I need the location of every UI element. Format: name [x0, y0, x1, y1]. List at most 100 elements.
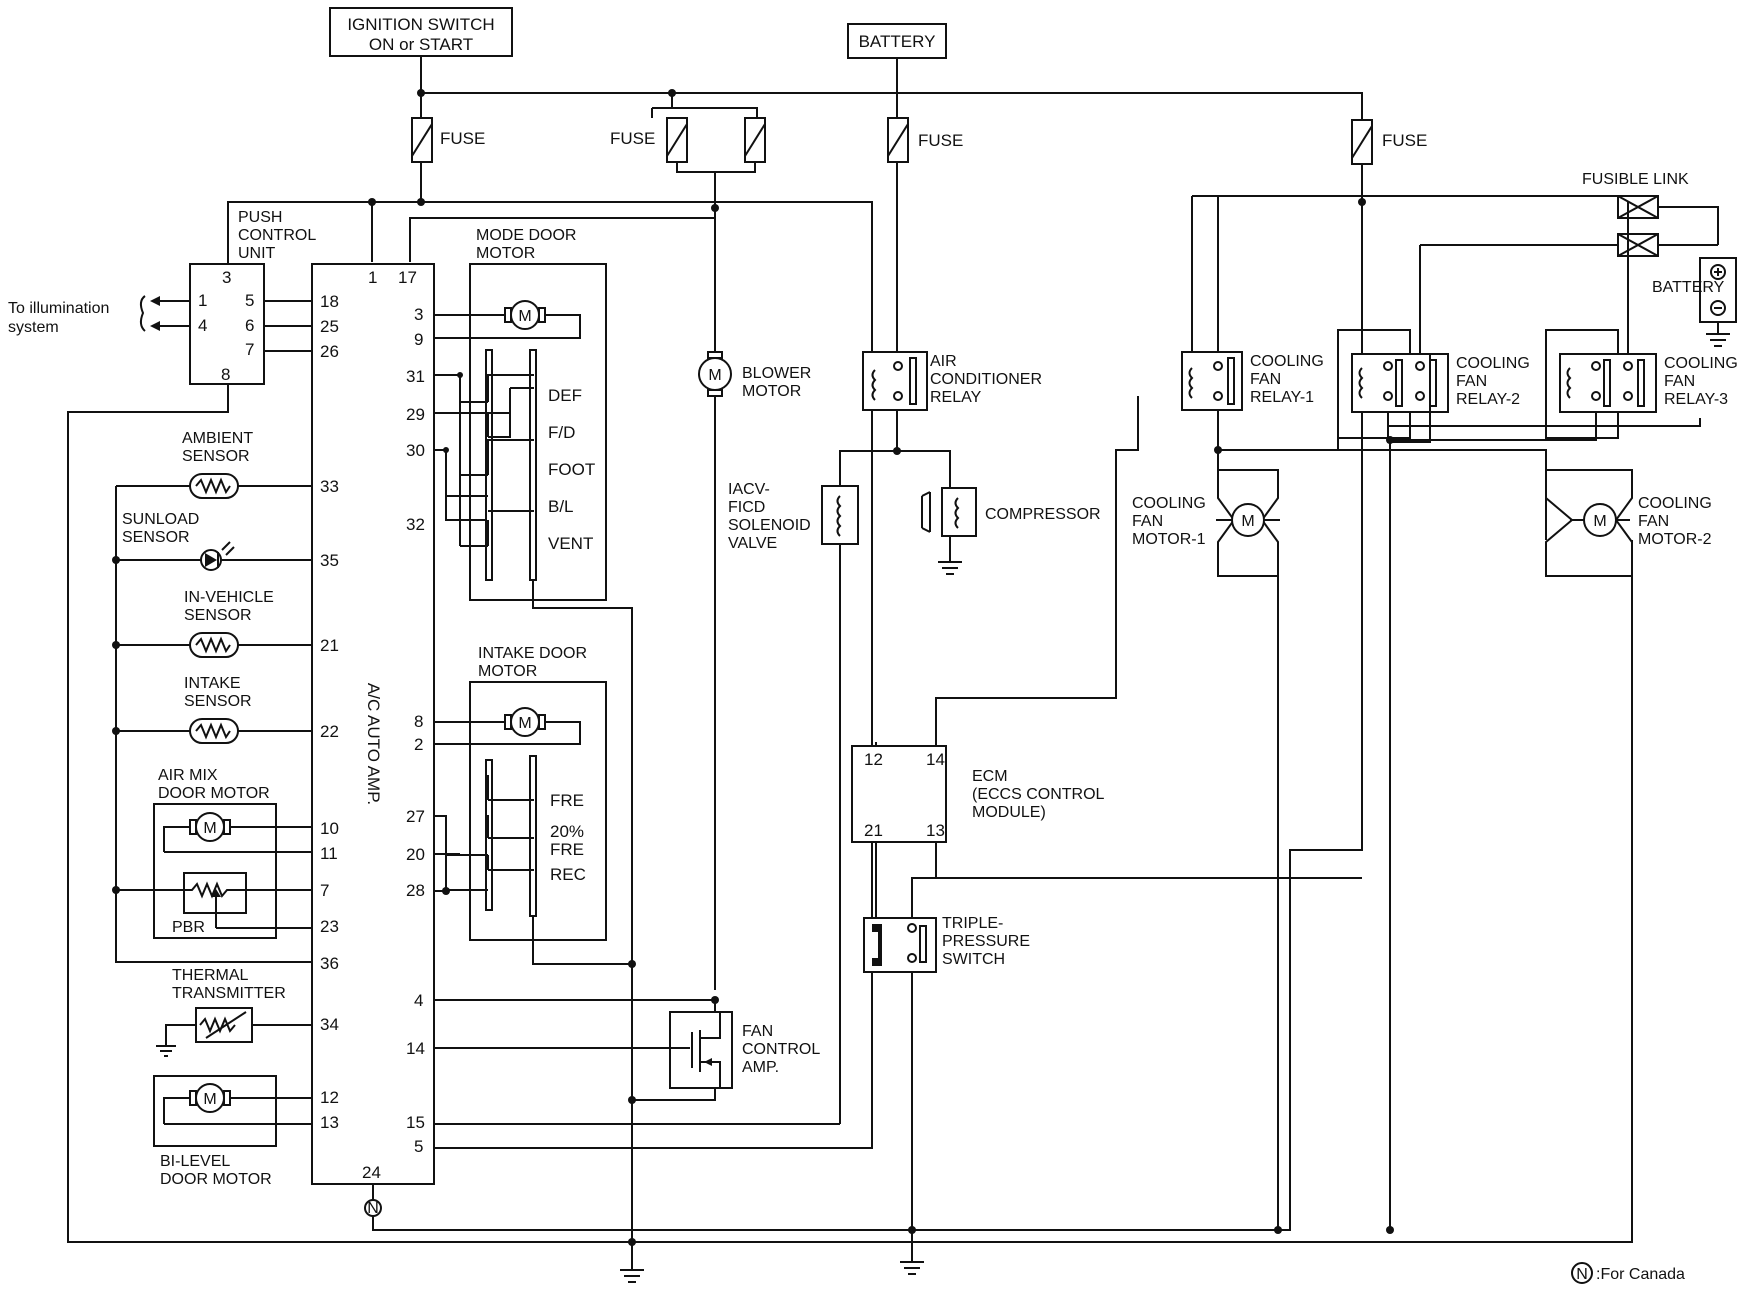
- ecm-label-3: MODULE): [972, 804, 1046, 821]
- push-pin-8: 8: [221, 365, 230, 384]
- amp-pin-32: 32: [406, 515, 425, 534]
- iacv-label-4: VALVE: [728, 535, 777, 552]
- intake-door-motor: INTAKE DOOR MOTOR M FRE 20% FRE REC: [434, 645, 636, 968]
- cooling-fan-motor-1: M COOLING FAN MOTOR-1: [1132, 450, 1280, 577]
- push-pin-1: 1: [198, 291, 207, 310]
- push-pin-5: 5: [245, 291, 254, 310]
- iacv-label-1: IACV-: [728, 481, 770, 498]
- ecm: 12 14 21 13 ECM (ECCS CONTROL MODULE): [851, 745, 1105, 843]
- triple-label-2: PRESSURE: [942, 933, 1030, 950]
- bi-level-door-motor: M BI-LEVEL DOOR MOTOR: [153, 1075, 312, 1188]
- relay1-label-1: COOLING: [1250, 353, 1324, 370]
- fusible-link: FUSIBLE LINK: [1582, 171, 1689, 257]
- air-mix-label-2: DOOR MOTOR: [158, 785, 270, 802]
- mode-door-label-1: MODE DOOR: [476, 227, 576, 244]
- fan-control-amp: FAN CONTROL AMP.: [434, 996, 820, 1104]
- triple-pressure-switch: TRIPLE- PRESSURE SWITCH: [863, 915, 1030, 973]
- amp-pin-14: 14: [406, 1039, 425, 1058]
- bi-level-label-1: BI-LEVEL: [160, 1153, 230, 1170]
- relay2-label-1: COOLING: [1456, 355, 1530, 372]
- ecm-pin-21: 21: [864, 821, 883, 840]
- amp-pin-34: 34: [320, 1015, 339, 1034]
- thermal-label-2: TRANSMITTER: [172, 985, 286, 1002]
- legend-symbol-n: N: [1576, 1266, 1588, 1283]
- iacv-label-2: FICD: [728, 499, 765, 516]
- ecm-label-1: ECM: [972, 768, 1008, 785]
- battery-top-label: BATTERY: [859, 32, 936, 51]
- relay3-label-3: RELAY-3: [1664, 391, 1728, 408]
- fan-amp-label-3: AMP.: [742, 1059, 779, 1076]
- amp-pin-8: 8: [414, 712, 423, 731]
- amp-pin-27: 27: [406, 807, 425, 826]
- intake-rec: REC: [550, 865, 586, 884]
- mode-door-motor: MODE DOOR MOTOR M DEF F/D FOOT B/L VENT: [434, 227, 633, 1262]
- thermal-label-1: THERMAL: [172, 967, 249, 984]
- amp-pin-18: 18: [320, 292, 339, 311]
- push-pin-3: 3: [222, 268, 231, 287]
- ecm-pin-13: 13: [926, 821, 945, 840]
- amp-pin-35: 35: [320, 551, 339, 570]
- amp-pin-30: 30: [406, 441, 425, 460]
- amp-pin-17: 17: [398, 268, 417, 287]
- svg-text:M: M: [203, 1091, 216, 1108]
- amp-pin-25: 25: [320, 317, 339, 336]
- cooling-fan-relay-3: COOLING FAN RELAY-3: [1545, 329, 1738, 439]
- iacv-valve: IACV- FICD SOLENOID VALVE: [728, 481, 859, 552]
- cooling-fan-relay-1: COOLING FAN RELAY-1: [1181, 351, 1324, 411]
- amp-pin-26: 26: [320, 342, 339, 361]
- legend-note: :For Canada: [1596, 1266, 1685, 1283]
- fan-amp-label-1: FAN: [742, 1023, 773, 1040]
- intake-door-label-1: INTAKE DOOR: [478, 645, 587, 662]
- mode-fd: F/D: [548, 423, 575, 442]
- canada-legend: N :For Canada: [1571, 1262, 1685, 1284]
- amp-pin-9: 9: [414, 330, 423, 349]
- intake-door-label-2: MOTOR: [478, 663, 537, 680]
- fuse-right: FUSE: [1351, 119, 1427, 165]
- motor2-label-2: FAN: [1638, 513, 1669, 530]
- svg-text:M: M: [1593, 513, 1606, 530]
- ambient-label-2: SENSOR: [182, 448, 250, 465]
- relay1-label-3: RELAY-1: [1250, 389, 1314, 406]
- amp-pin-1: 1: [368, 268, 377, 287]
- push-pin-4: 4: [198, 316, 207, 335]
- intake-sensor: INTAKE SENSOR: [112, 675, 312, 744]
- push-pin-7: 7: [245, 340, 254, 359]
- triple-label-3: SWITCH: [942, 951, 1005, 968]
- intake-fre: FRE: [550, 791, 584, 810]
- motor1-label-1: COOLING: [1132, 495, 1206, 512]
- amp-pin-23: 23: [320, 917, 339, 936]
- fuse-battery: FUSE: [887, 117, 963, 163]
- fuse-label-1: FUSE: [440, 129, 485, 148]
- battery-right: BATTERY: [1652, 257, 1737, 347]
- fuse-label-2: FUSE: [610, 129, 655, 148]
- amp-pin-3: 3: [414, 305, 423, 324]
- triple-label-1: TRIPLE-: [942, 915, 1003, 932]
- sunload-label-2: SENSOR: [122, 529, 190, 546]
- amp-pin-10: 10: [320, 819, 339, 838]
- svg-text:M: M: [518, 715, 531, 732]
- relay1-label-2: FAN: [1250, 371, 1281, 388]
- canada-symbol-n: N: [367, 1200, 379, 1217]
- in-vehicle-label-2: SENSOR: [184, 607, 252, 624]
- svg-text:M: M: [518, 308, 531, 325]
- amp-pin-20: 20: [406, 845, 425, 864]
- intake-fre-2: FRE: [550, 840, 584, 859]
- cooling-fan-motor-2: M COOLING FAN MOTOR-2: [1545, 469, 1712, 577]
- ac-relay-label-2: CONDITIONER: [930, 371, 1042, 388]
- illumination-label-2: system: [8, 319, 59, 336]
- amp-pin-33: 33: [320, 477, 339, 496]
- motor2-label-1: COOLING: [1638, 495, 1712, 512]
- ignition-label-2: ON or START: [369, 35, 473, 54]
- amp-label: A/C AUTO AMP.: [364, 683, 383, 805]
- ignition-switch: IGNITION SWITCH ON or START: [329, 7, 513, 57]
- fan-amp-label-2: CONTROL: [742, 1041, 820, 1058]
- illumination-arrows: To illumination system: [8, 295, 190, 336]
- amp-pin-5: 5: [414, 1137, 423, 1156]
- mode-def: DEF: [548, 386, 582, 405]
- amp-pin-4: 4: [414, 991, 423, 1010]
- in-vehicle-sensor: IN-VEHICLE SENSOR: [112, 589, 312, 658]
- ambient-sensor: AMBIENT SENSOR: [116, 430, 312, 499]
- air-mix-label-1: AIR MIX: [158, 767, 218, 784]
- amp-pin-22: 22: [320, 722, 339, 741]
